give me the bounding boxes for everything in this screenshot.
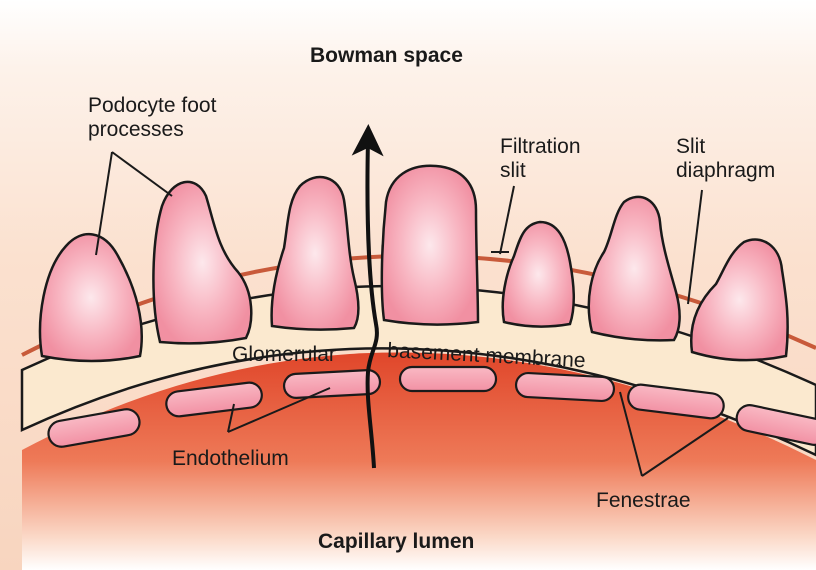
bowman-space-title: Bowman space: [310, 44, 463, 68]
slit-diaphragm-label: Slit diaphragm: [676, 135, 775, 183]
podocyte-foot-processes-label: Podocyte foot processes: [88, 94, 216, 142]
endothelium-segment: [515, 372, 614, 401]
filtration-slit-label: Filtration slit: [500, 135, 581, 183]
endothelium-segment: [400, 367, 496, 391]
podocyte-foot-process: [382, 166, 478, 325]
endothelium-label: Endothelium: [172, 447, 289, 471]
glomerular-label: Glomerular: [232, 343, 336, 367]
capillary-lumen-title: Capillary lumen: [318, 530, 474, 554]
fenestrae-label: Fenestrae: [596, 489, 691, 513]
